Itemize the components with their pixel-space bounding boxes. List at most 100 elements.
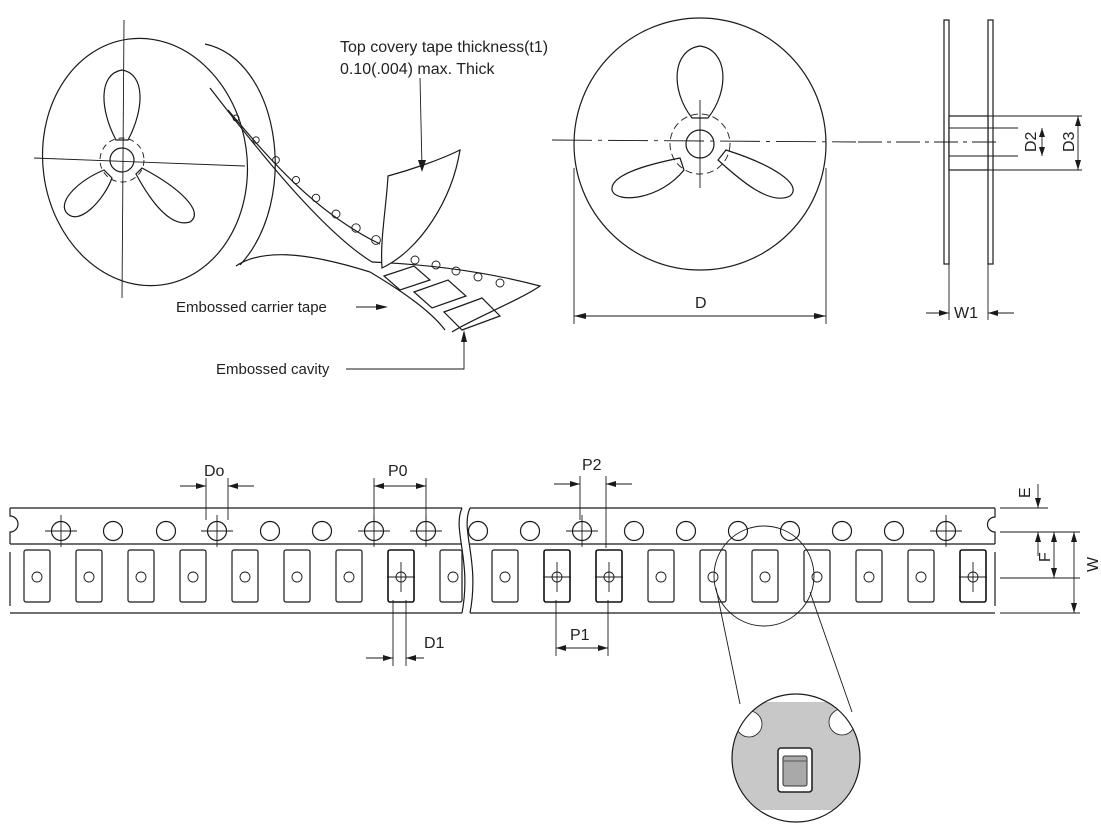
leader-carrier-arrow	[376, 304, 388, 310]
reel-window-right	[135, 167, 196, 224]
pocket-hole	[343, 571, 355, 583]
tape-pocket	[439, 549, 463, 603]
pocket-hole	[31, 571, 43, 583]
sprocket-hole	[623, 520, 645, 542]
reel-front-flange	[573, 17, 827, 271]
magnifier-leader-right	[809, 591, 853, 713]
detail-magnifier	[713, 525, 861, 823]
tape-end-left-notch	[9, 508, 19, 544]
reel-side-view: D2 D3 W1	[858, 19, 1082, 322]
sprocket-hole	[259, 520, 281, 542]
dim-P2-arrow-left	[570, 481, 580, 487]
dim-W1-arrow-right	[988, 310, 998, 316]
tape-sprocket-holes	[232, 114, 505, 288]
tape-pocket	[543, 549, 571, 603]
label-top-cover-line2: 0.10(.004) max. Thick	[340, 61, 495, 78]
dim-E-arrow-bottom	[1035, 532, 1041, 542]
tape-pocket	[751, 549, 779, 603]
reel-hub	[109, 147, 135, 173]
magnifier-lens	[731, 693, 861, 823]
dim-D2-arrow-top	[1039, 128, 1045, 137]
label-top-cover-line1: Top covery tape thickness(t1)	[340, 39, 548, 56]
dim-D1-arrow-right	[406, 655, 416, 661]
pocket-hole	[707, 571, 719, 583]
pocket-hole	[499, 571, 511, 583]
sprocket-hole	[155, 520, 177, 542]
magnifier-component	[782, 755, 808, 787]
tape-pocket	[595, 549, 623, 603]
dim-P0-arrow-right	[416, 483, 426, 489]
sprocket-hole	[883, 520, 905, 542]
dim-P2-label: P2	[582, 457, 602, 474]
sprocket-hole-row	[45, 515, 962, 547]
reel-rim-back	[204, 43, 276, 266]
tape-break-left	[458, 507, 466, 614]
label-carrier-tape: Embossed carrier tape	[176, 299, 327, 316]
leader-cavity-arrow	[461, 330, 467, 342]
tape-pocket	[803, 549, 831, 603]
tape-pocket	[127, 549, 155, 603]
dim-F-arrow-bottom	[1051, 568, 1057, 578]
dim-D1-arrow-left	[383, 655, 393, 661]
cover-tape	[381, 148, 461, 269]
leader-cavity	[346, 336, 465, 370]
tape-edge-outer	[209, 87, 373, 263]
dim-D2-label: D2	[1023, 131, 1040, 152]
pocket-hole	[759, 571, 771, 583]
dim-Do-label: Do	[204, 463, 225, 480]
dim-W-arrow-bottom	[1071, 603, 1077, 613]
dim-P2-arrow-right	[606, 481, 616, 487]
tape-pocket	[335, 549, 363, 603]
dim-D2-arrow-bottom	[1039, 147, 1045, 156]
pocket-hole	[655, 571, 667, 583]
label-cavity: Embossed cavity	[216, 361, 330, 378]
tape-pocket	[907, 549, 935, 603]
dim-E-arrow-top	[1035, 498, 1041, 508]
sprocket-hole	[727, 520, 749, 542]
dim-F-arrow-top	[1051, 532, 1057, 542]
reel-hub-dashed	[99, 137, 145, 183]
reel-front-center-h	[551, 139, 857, 143]
pocket-hole	[915, 571, 927, 583]
tape-pocket	[699, 549, 727, 603]
dim-D-label: D	[695, 295, 707, 312]
tape-pocket	[231, 549, 259, 603]
dim-D1-label: D1	[424, 635, 445, 652]
pocket-hole	[187, 571, 199, 583]
tape-pocket	[491, 549, 519, 603]
dim-D3-arrow-top	[1075, 116, 1081, 126]
pocket-hole	[811, 571, 823, 583]
sprocket-hole	[467, 520, 489, 542]
dim-D-arrow-left	[574, 313, 586, 319]
dim-W1-arrow-left	[939, 310, 949, 316]
side-hub-outer	[948, 115, 989, 171]
tape-lower-edge	[369, 271, 446, 331]
dim-W-arrow-top	[1071, 532, 1077, 542]
tape-pocket	[283, 549, 311, 603]
leader-cover-tape	[419, 77, 423, 169]
tape-end-right-notch	[986, 508, 996, 544]
sprocket-hole	[779, 520, 801, 542]
pocket-hole	[83, 571, 95, 583]
reel-front-view: D	[551, 17, 857, 324]
dim-Do-arrow-left	[196, 483, 206, 489]
tape-pocket	[959, 549, 987, 603]
reel-center-line-v	[121, 19, 125, 299]
dim-P0-label: P0	[388, 463, 408, 480]
sprocket-hole	[102, 520, 124, 542]
sprocket-hole	[519, 520, 541, 542]
dim-W1-label: W1	[954, 305, 978, 322]
dim-D3-arrow-bottom	[1075, 160, 1081, 170]
pocket-hole	[135, 571, 147, 583]
sprocket-hole	[311, 520, 333, 542]
dim-E-label: E	[1017, 487, 1034, 498]
pocket-hole	[291, 571, 303, 583]
tape-end	[371, 261, 542, 333]
dim-P1-arrow-right	[598, 645, 608, 651]
tape-cavities	[382, 265, 502, 331]
pocket-hole	[447, 571, 459, 583]
dim-P1-arrow-left	[556, 645, 566, 651]
reel-window-left	[63, 169, 113, 218]
